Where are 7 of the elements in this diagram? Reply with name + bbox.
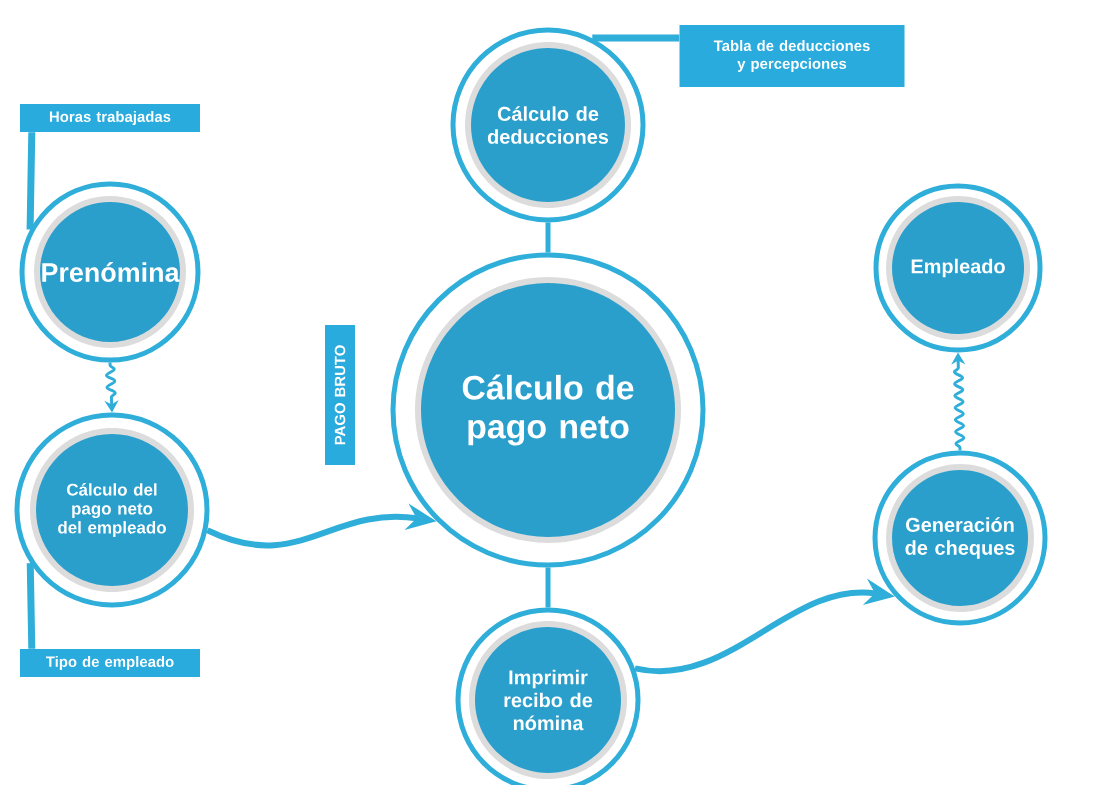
connector-line bbox=[592, 34, 680, 42]
label-tag: Horas trabajadas bbox=[20, 104, 200, 132]
label-tag: PAGO BRUTO bbox=[325, 325, 355, 465]
connector-line bbox=[545, 567, 551, 608]
label-tag: Tabla de deducciones y percepciones bbox=[679, 25, 905, 87]
label-tag: Tipo de empleado bbox=[20, 649, 200, 677]
connector-line bbox=[545, 222, 551, 253]
